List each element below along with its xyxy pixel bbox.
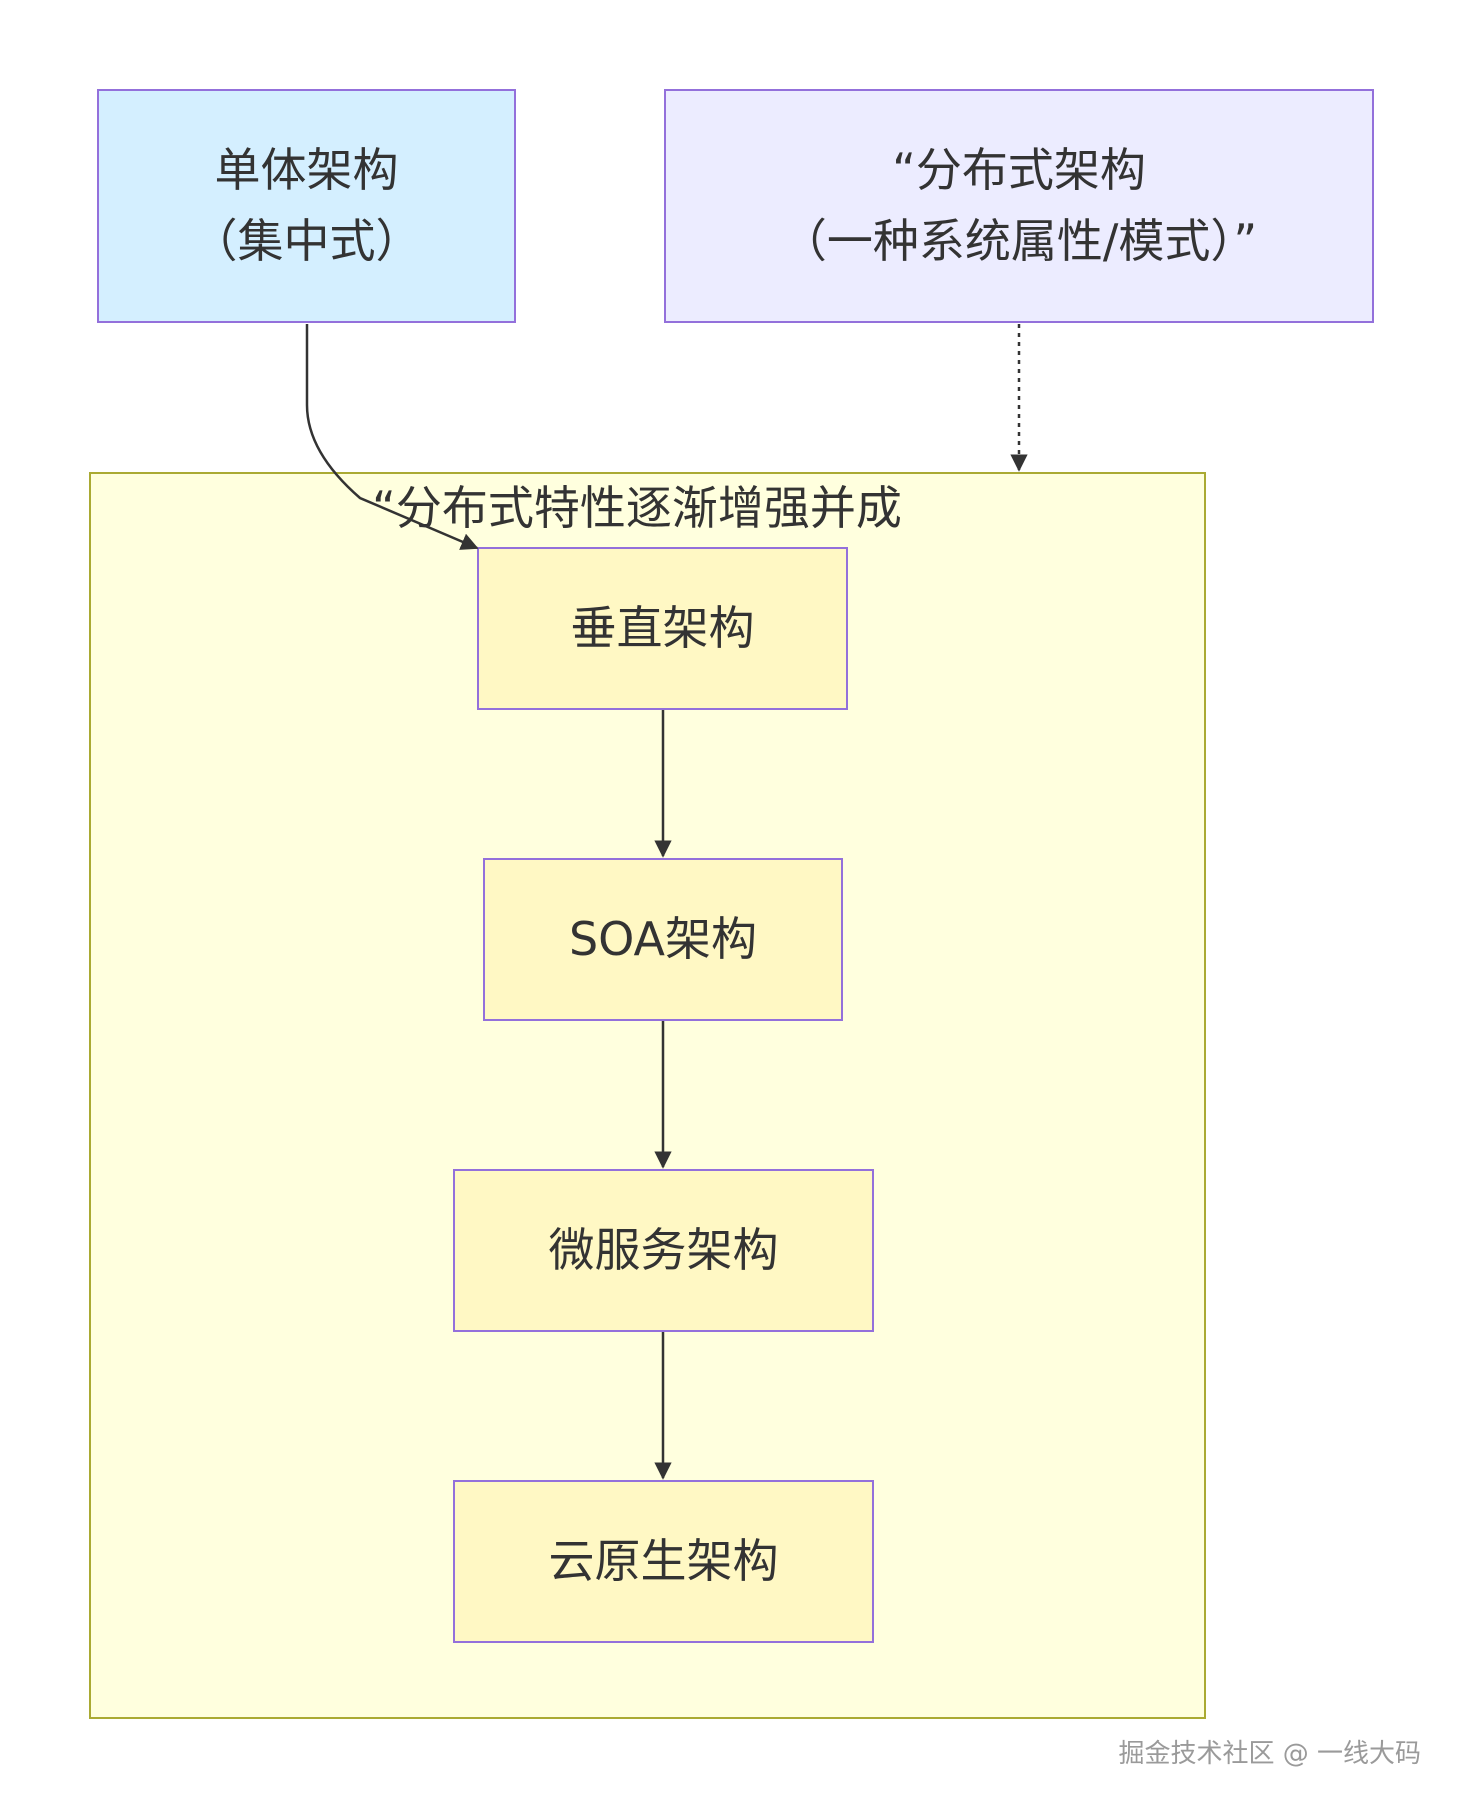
- soa-architecture-node: SOA架构: [483, 858, 843, 1021]
- soa-label: SOA架构: [568, 911, 758, 966]
- edge-monolith-to-vertical: [305, 324, 479, 550]
- microservices-architecture-node: 微服务架构: [453, 1169, 874, 1332]
- vertical-architecture-node: 垂直架构: [477, 547, 848, 710]
- microservices-label: 微服务架构: [548, 1222, 779, 1277]
- monolith-label: 单体架构: [214, 142, 399, 197]
- distributed-sublabel: （一种系统属性/模式）”: [780, 214, 1258, 268]
- distributed-label: “分布式架构: [892, 142, 1146, 197]
- distributed-architecture-node: “分布式架构 （一种系统属性/模式）”: [664, 89, 1374, 323]
- monolith-node: 单体架构 （集中式）: [97, 89, 516, 323]
- cloud-native-architecture-node: 云原生架构: [453, 1480, 874, 1643]
- vertical-label: 垂直架构: [570, 600, 755, 655]
- monolith-sublabel: （集中式）: [191, 214, 422, 268]
- subgraph-title: “分布式特性逐渐增强并成: [372, 481, 902, 535]
- watermark-text: 掘金技术社区 @ 一线大码: [1118, 1739, 1421, 1769]
- cloud-native-label: 云原生架构: [548, 1533, 779, 1588]
